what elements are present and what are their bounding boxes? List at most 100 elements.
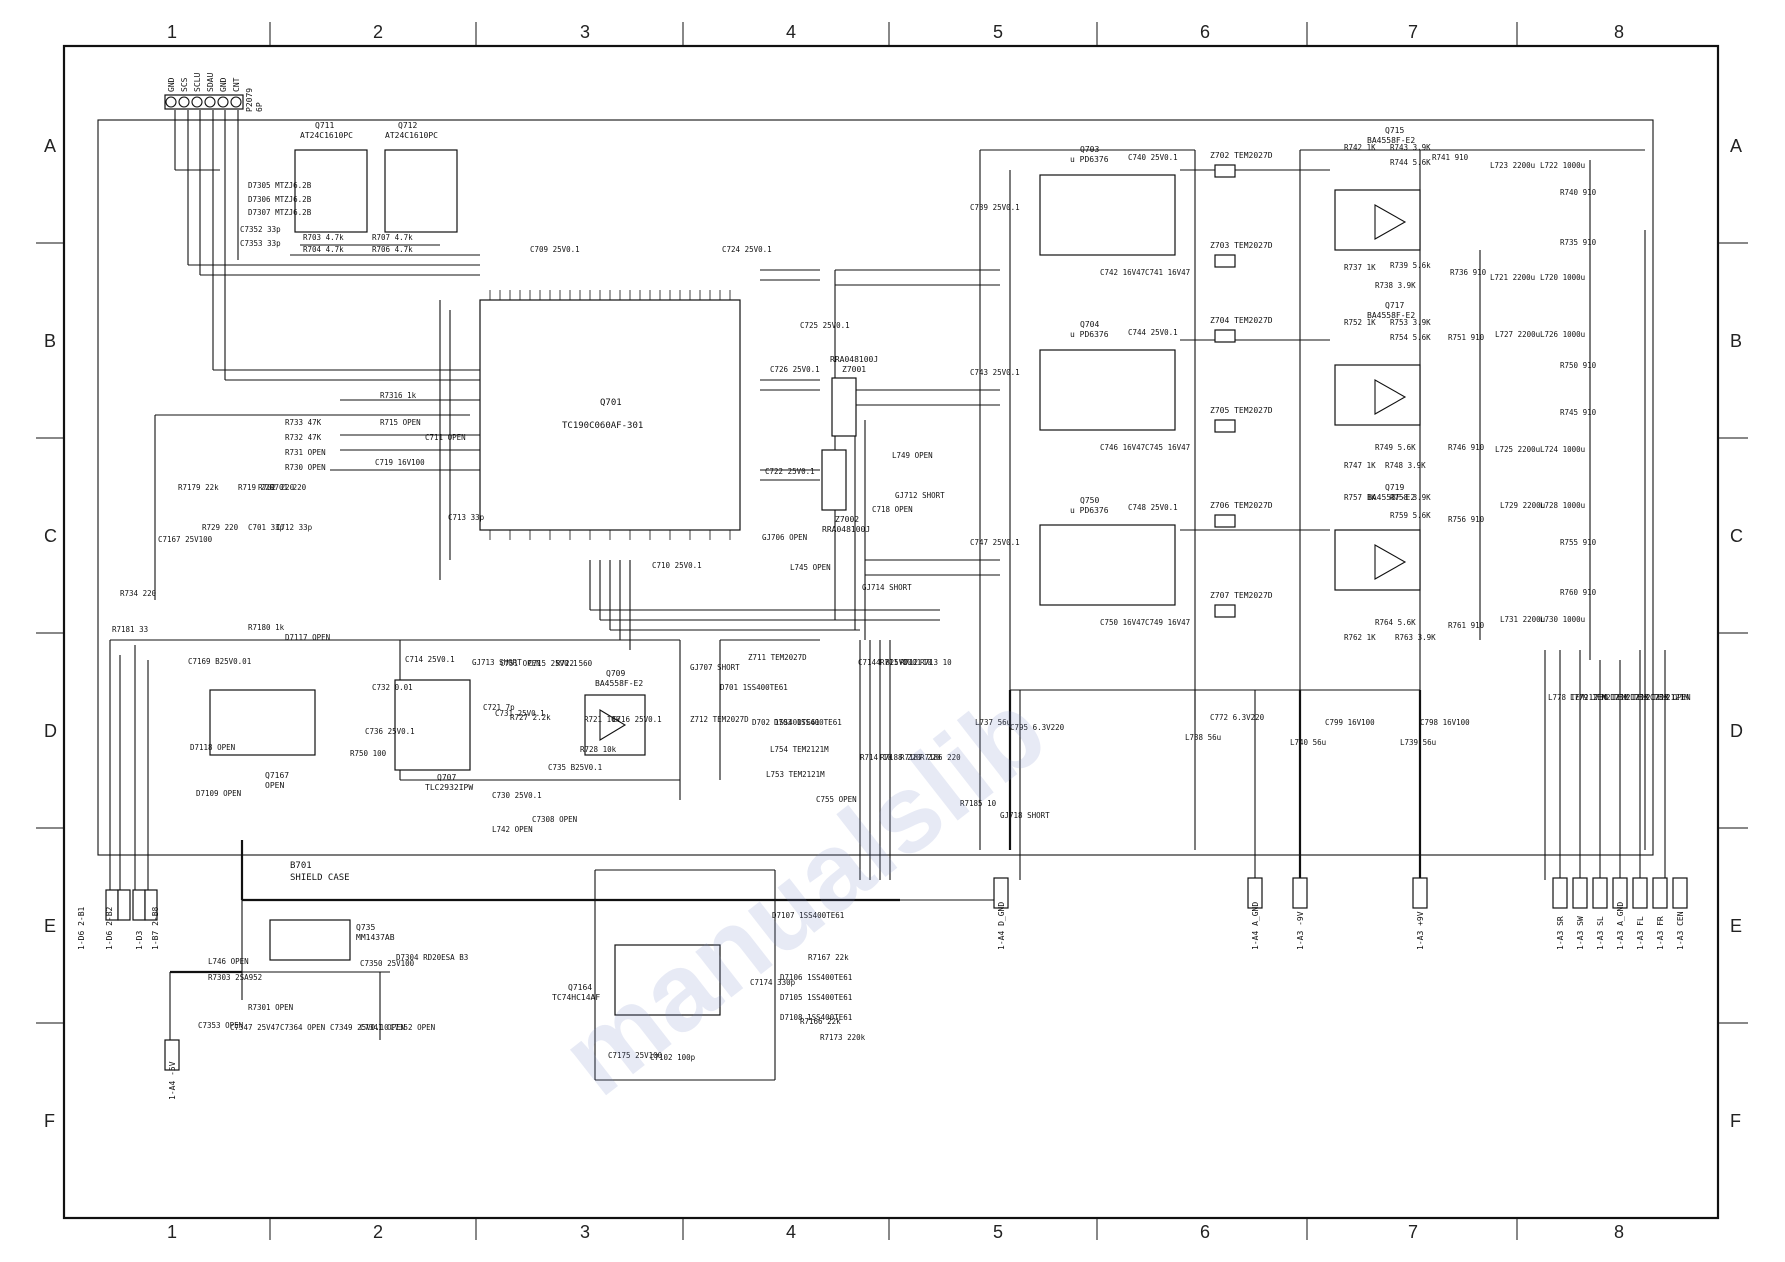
pin-label: GND <box>167 77 176 92</box>
component-label: R703 4.7k <box>303 233 344 242</box>
component-label: C798 16V100 <box>1420 718 1470 727</box>
component-label: R732 47K <box>285 433 322 442</box>
component-label: L783 TEM2121M <box>1630 693 1689 702</box>
component-label: D7306 MTZJ6.2B <box>248 195 312 204</box>
component-label: C755 OPEN <box>816 795 857 804</box>
component-label: C7102 100p <box>650 1053 696 1062</box>
port-label: 1-A4 A_GND <box>1251 902 1260 950</box>
filter-label: Z702 TEM2027D <box>1210 151 1273 160</box>
component-label: R753 3.9K <box>1390 318 1431 327</box>
component-label: C783 OPEN <box>1650 693 1691 702</box>
component-label: C799 16V100 <box>1325 718 1375 727</box>
component-label: D7305 MTZJ6.2B <box>248 181 312 190</box>
component-label: R740 910 <box>1560 188 1597 197</box>
component-label: R712 10 <box>900 658 932 667</box>
component-label: C739 25V0.1 <box>970 203 1020 212</box>
component-label: R7166 22k <box>800 1017 841 1026</box>
row-label: D <box>44 721 57 741</box>
chip-q712: Q712 AT24C1610PC <box>384 121 458 233</box>
chip-part: u PD6376 <box>1070 330 1109 339</box>
component-label: C7364 OPEN <box>280 1023 325 1032</box>
grid-ticks <box>36 22 1748 1240</box>
resistor-array-z7001: RRA048100J Z7001 <box>830 355 878 437</box>
component-label: L721 2200u <box>1490 273 1535 282</box>
chip-ref: Q715 <box>1385 126 1404 135</box>
component-label: C711 OPEN <box>425 433 466 442</box>
component-label: D702 1SS400TE61 <box>752 718 820 727</box>
component-label: C724 25V0.1 <box>722 245 772 254</box>
component-label: D701 1SS400TE61 <box>720 683 788 692</box>
chip-ref: Q735 <box>356 923 375 932</box>
component-label: R7179 22k <box>178 483 219 492</box>
shield-ref: B701 <box>290 861 312 871</box>
component-label: L725 2200u <box>1495 445 1540 454</box>
component-label: C746 16V47 <box>1100 443 1145 452</box>
chip-q709: Q709 BA4558F-E2 <box>584 669 646 756</box>
component-label: R706 4.7k <box>372 245 413 254</box>
component-label: C718 OPEN <box>872 505 913 514</box>
chip-q704: Q704 u PD6376 <box>1039 320 1176 431</box>
component-label: D7118 OPEN <box>190 743 235 752</box>
chip-q7167: Q7167 OPEN <box>209 689 316 790</box>
component-label: R754 5.6K <box>1390 333 1431 342</box>
col-label: 7 <box>1408 1222 1418 1242</box>
resistor-array-z7002: Z7002 RRA048100J <box>821 449 870 534</box>
component-label: D7304 RD20ESA B3 <box>396 953 468 962</box>
component-label: D703 1SS400TE61 <box>774 718 842 727</box>
component-label: C713 33p <box>448 513 485 522</box>
component-label: C730 25V0.1 <box>492 791 542 800</box>
component-label: GJ713 SHORT <box>472 658 522 667</box>
component-label: L739 56u <box>1400 738 1436 747</box>
component-label: L728 1000u <box>1540 501 1585 510</box>
component-label: R764 5.6K <box>1375 618 1416 627</box>
port-label: 1-A3 A_GND <box>1616 902 1625 950</box>
component-label: R745 910 <box>1560 408 1597 417</box>
component-label: R738 3.9K <box>1375 281 1416 290</box>
port-label: 1-A3 FR <box>1656 916 1665 950</box>
connector-type: 6P <box>255 102 264 112</box>
col-label: 1 <box>167 22 177 42</box>
component-label: R7186 220 <box>920 753 961 762</box>
component-label: L730 1000u <box>1540 615 1585 624</box>
col-label: 8 <box>1614 1222 1624 1242</box>
component-label: D7105 1SS400TE61 <box>780 993 852 1002</box>
component-label: R701 220 <box>270 483 307 492</box>
row-label: E <box>1730 916 1742 936</box>
column-labels-bottom: 1 2 3 4 5 6 7 8 <box>167 1222 1624 1242</box>
array-part: RRA048100J <box>822 525 870 534</box>
component-label: C7144 B25V0.01 <box>858 658 921 667</box>
component-label: Z711 TEM2027D <box>748 653 807 662</box>
component-label: R7303 2SA952 <box>208 973 262 982</box>
col-label: 6 <box>1200 1222 1210 1242</box>
col-label: 4 <box>786 1222 796 1242</box>
left-ports: 1-D6 2-B1 1-D6 2-B2 1-D3 1-B7 2-B8 1-A4 … <box>77 889 180 1100</box>
component-label: R742 1K <box>1344 143 1376 152</box>
connector-p2079: GND SCS SCLU SDAU GND CNT P2079 6P <box>164 73 264 112</box>
component-label: R713 10 <box>920 658 952 667</box>
col-label: 5 <box>993 1222 1003 1242</box>
chip-part: BA4558F-E2 <box>595 679 643 688</box>
component-label: D7108 1SS400TE61 <box>780 1013 852 1022</box>
component-label: C736 25V0.1 <box>365 727 415 736</box>
component-label: R7180 1k <box>248 623 285 632</box>
chip-ref: Q704 <box>1080 320 1099 329</box>
component-label: R7301 OPEN <box>248 1003 293 1012</box>
component-label: GJ712 SHORT <box>895 491 945 500</box>
chip-q703: Q703 u PD6376 <box>1039 145 1176 256</box>
port-label: 1-A4 D_GND <box>997 902 1006 950</box>
component-label: C731 25V0.1 <box>495 709 545 718</box>
frame-border <box>62 44 1720 1220</box>
component-label: C719 16V100 <box>375 458 425 467</box>
component-label: R750 910 <box>1560 361 1597 370</box>
component-label: R719 220 <box>238 483 275 492</box>
component-label: GJ714 SHORT <box>862 583 912 592</box>
component-label: C726 25V0.1 <box>770 365 820 374</box>
component-label: L724 1000u <box>1540 445 1585 454</box>
component-label: R7316 1k <box>380 391 417 400</box>
row-label: C <box>1730 526 1743 546</box>
component-label: C7349 25V0.10 <box>330 1023 389 1032</box>
component-label: L746 OPEN <box>208 957 249 966</box>
component-label: R747 1K <box>1344 461 1376 470</box>
component-label: R714 10 <box>860 753 892 762</box>
component-label: R711 10 <box>880 658 912 667</box>
